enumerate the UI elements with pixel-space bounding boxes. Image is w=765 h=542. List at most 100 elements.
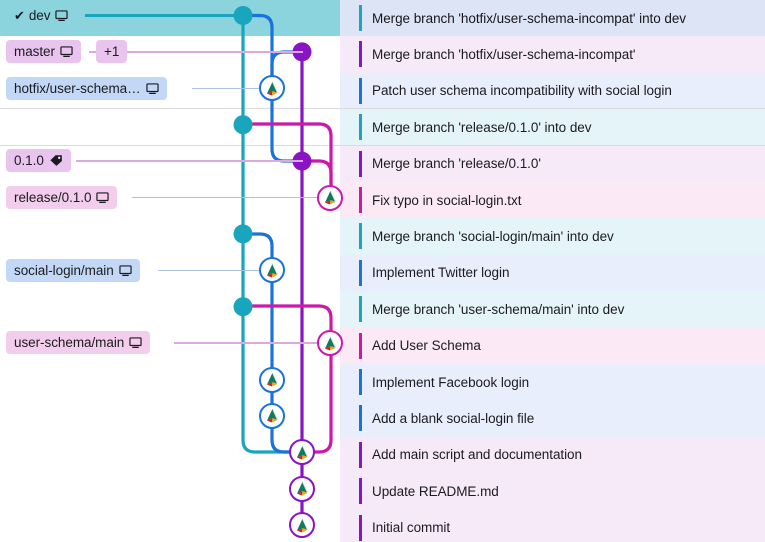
- commit-row[interactable]: Implement Facebook login: [0, 364, 765, 401]
- ref-master[interactable]: master: [6, 40, 81, 63]
- row-separator: [0, 108, 765, 110]
- ref-label: user-schema/main: [14, 335, 125, 350]
- commit-row[interactable]: Add a blank social-login file: [0, 400, 765, 437]
- commit-branch-color-bar: [359, 114, 362, 141]
- commit-row-tint: [340, 182, 765, 219]
- commit-row-tint: [340, 473, 765, 510]
- commit-node-avatar[interactable]: [289, 439, 315, 466]
- commit-branch-color-bar: [359, 150, 362, 177]
- commit-row[interactable]: Fix typo in social-login.txt: [0, 182, 765, 219]
- commit-branch-color-bar: [359, 259, 362, 286]
- commit-row-tint: [340, 364, 765, 401]
- commit-branch-color-bar: [359, 187, 362, 213]
- commit-row-tint: [340, 36, 765, 73]
- monitor-icon: [129, 336, 142, 349]
- monitor-icon: [60, 45, 73, 58]
- commit-row-tint: [340, 436, 765, 474]
- commit-message: Merge branch 'hotfix/user-schema-incompa…: [372, 47, 636, 63]
- commit-node-avatar[interactable]: [289, 475, 315, 502]
- commit-row-tint: [340, 145, 765, 182]
- commit-branch-color-bar: [359, 223, 362, 250]
- commit-row[interactable]: Merge branch 'release/0.1.0': [0, 145, 765, 182]
- ref-label: +1: [104, 44, 120, 59]
- commit-branch-color-bar: [359, 478, 362, 505]
- commit-row-tint: [340, 254, 765, 292]
- commit-node-avatar[interactable]: [259, 257, 285, 284]
- commit-row-tint: [340, 400, 765, 437]
- ref-master-extra-count[interactable]: +1: [96, 40, 128, 63]
- commit-row[interactable]: Merge branch 'hotfix/user-schema-incompa…: [0, 36, 765, 73]
- commit-row[interactable]: Patch user schema incompatibility with s…: [0, 72, 765, 110]
- commit-message: Merge branch 'release/0.1.0': [372, 156, 541, 172]
- commit-node-avatar[interactable]: [259, 75, 285, 102]
- commit-row[interactable]: Initial commit: [0, 509, 765, 542]
- monitor-icon: [55, 9, 69, 22]
- commit-message: Merge branch 'release/0.1.0' into dev: [372, 119, 592, 135]
- commit-row[interactable]: Update README.md: [0, 473, 765, 510]
- commit-message: Update README.md: [372, 483, 499, 499]
- commit-row-tint: [340, 327, 765, 364]
- commit-node-avatar[interactable]: [317, 184, 343, 211]
- commit-row[interactable]: Merge branch 'release/0.1.0' into dev: [0, 109, 765, 146]
- ref-label: master: [14, 44, 55, 59]
- commit-row[interactable]: Merge branch 'user-schema/main' into dev: [0, 291, 765, 328]
- ref-tag-0-1-0[interactable]: 0.1.0: [6, 149, 71, 172]
- commit-branch-color-bar: [359, 514, 362, 541]
- ref-connector-line: [89, 51, 96, 53]
- ref-user-schema-main[interactable]: user-schema/main: [6, 331, 151, 354]
- tag-icon: [49, 154, 63, 167]
- commit-row[interactable]: Merge branch 'hotfix/user-schema-incompa…: [0, 0, 765, 37]
- monitor-icon: [145, 82, 159, 95]
- commit-branch-color-bar: [359, 41, 362, 68]
- ref-connector-line: [76, 160, 303, 162]
- ref-release-0-1-0[interactable]: release/0.1.0: [6, 186, 118, 209]
- commit-branch-color-bar: [359, 405, 362, 432]
- commit-message: Implement Facebook login: [372, 374, 530, 390]
- ref-connector-line: [174, 342, 331, 344]
- commit-message: Merge branch 'user-schema/main' into dev: [372, 301, 625, 317]
- commit-node-avatar[interactable]: [289, 512, 315, 539]
- commit-row-tint: [340, 291, 765, 328]
- commit-branch-color-bar: [359, 5, 362, 31]
- commit-message: Add main script and documentation: [372, 447, 582, 463]
- commit-message: Merge branch 'hotfix/user-schema-incompa…: [372, 10, 687, 26]
- commit-message: Implement Twitter login: [372, 265, 510, 281]
- commit-row-tint: [340, 218, 765, 255]
- ref-connector-line: [85, 14, 243, 17]
- commit-node-avatar[interactable]: [317, 330, 343, 357]
- commit-message: Fix typo in social-login.txt: [372, 192, 522, 208]
- commit-row-tint: [340, 0, 765, 37]
- ref-connector-line: [121, 51, 303, 53]
- ref-label: release/0.1.0: [14, 190, 92, 205]
- commit-row[interactable]: Implement Twitter login: [0, 254, 765, 292]
- commit-row[interactable]: Merge branch 'social-login/main' into de…: [0, 218, 765, 255]
- commit-row-tint: [340, 72, 765, 110]
- commit-branch-color-bar: [359, 296, 362, 323]
- commit-message: Add User Schema: [372, 338, 481, 354]
- commit-row[interactable]: Add User Schema: [0, 327, 765, 364]
- commit-node-avatar[interactable]: [259, 402, 285, 429]
- ref-hotfix-user-schema[interactable]: hotfix/user-schema…: [6, 77, 167, 100]
- ref-dev[interactable]: ✔dev: [6, 4, 77, 27]
- commit-branch-color-bar: [359, 77, 362, 104]
- commit-branch-color-bar: [359, 441, 362, 468]
- ref-connector-line: [132, 196, 331, 199]
- row-separator: [0, 144, 765, 146]
- checkmark-icon: ✔: [14, 8, 25, 23]
- commit-node-avatar[interactable]: [259, 366, 285, 393]
- monitor-icon: [96, 191, 110, 204]
- commit-row-tint: [340, 509, 765, 542]
- commit-branch-color-bar: [359, 369, 362, 395]
- commit-row-tint: [340, 109, 765, 146]
- commit-row[interactable]: Add main script and documentation: [0, 436, 765, 474]
- ref-connector-line: [192, 87, 272, 90]
- commit-branch-color-bar: [359, 332, 362, 359]
- ref-label: dev: [28, 8, 51, 23]
- ref-social-login-main[interactable]: social-login/main: [6, 259, 140, 282]
- ref-label: 0.1.0: [14, 153, 44, 168]
- commit-message: Add a blank social-login file: [372, 411, 535, 427]
- commit-message: Merge branch 'social-login/main' into de…: [372, 229, 614, 245]
- ref-label: social-login/main: [14, 263, 114, 278]
